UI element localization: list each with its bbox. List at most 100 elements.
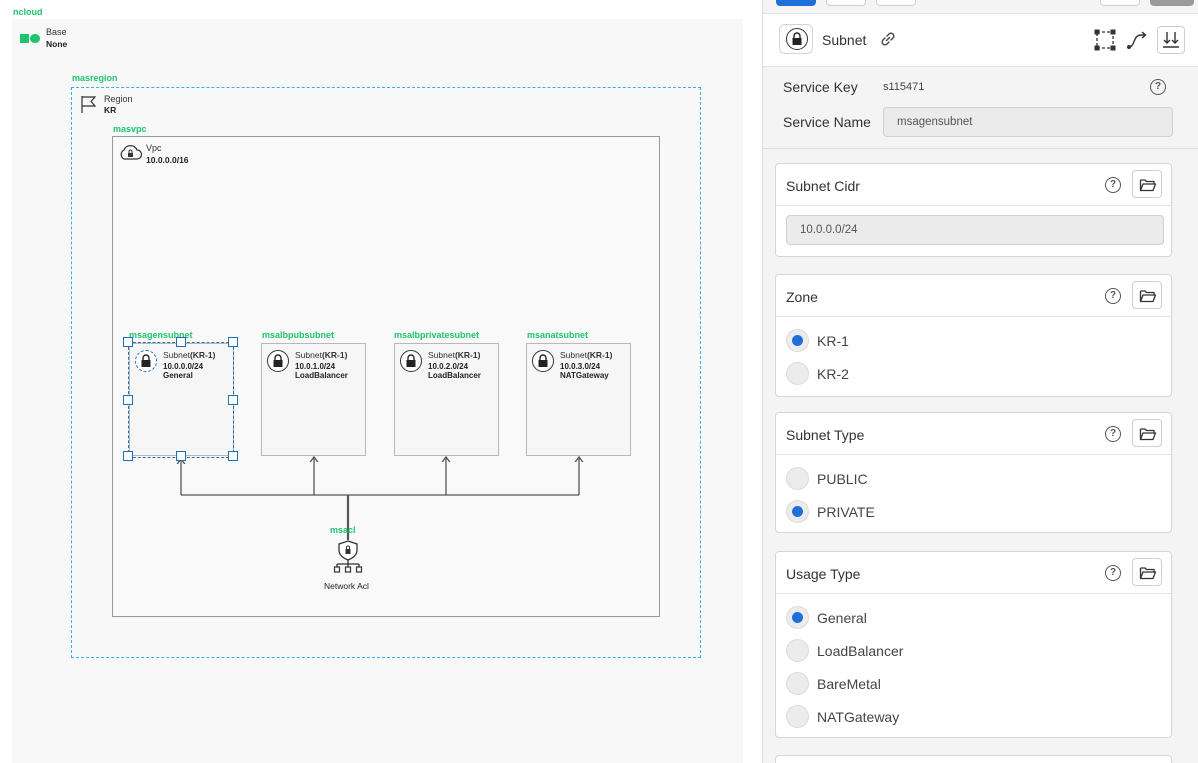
- radio-button[interactable]: [786, 639, 809, 662]
- radio-label: KR-2: [817, 366, 849, 382]
- radio-label: BareMetal: [817, 676, 881, 692]
- subnet-cidr: 10.0.3.0/24: [560, 362, 601, 371]
- card-title: Subnet Type: [786, 427, 865, 443]
- subnet-usage: LoadBalancer: [428, 371, 481, 380]
- ncloud-logo-icon: [20, 32, 40, 50]
- resize-handle[interactable]: [228, 337, 238, 347]
- subnet-node[interactable]: Subnet(KR-1) 10.0.2.0/24 LoadBalancer: [394, 343, 499, 456]
- radio-button[interactable]: [786, 500, 809, 523]
- region-title: Region: [104, 94, 133, 104]
- zone-card: Zone ? KR-1 KR-2: [775, 274, 1172, 397]
- toolbar-button[interactable]: [1150, 0, 1194, 6]
- help-icon[interactable]: ?: [1105, 565, 1121, 581]
- help-icon[interactable]: ?: [1105, 177, 1121, 193]
- radio-button[interactable]: [786, 705, 809, 728]
- service-name-label: Service Name: [783, 114, 871, 130]
- vpc-title: Vpc: [146, 143, 162, 153]
- help-icon[interactable]: ?: [1150, 79, 1166, 95]
- subnet-cidr: 10.0.0.0/24: [163, 362, 204, 371]
- shield-network-icon[interactable]: [333, 540, 365, 579]
- region-container[interactable]: [71, 87, 701, 658]
- properties-panel: Subnet Service Key s115471 ? Service Nam…: [762, 0, 1198, 763]
- radio-label: NATGateway: [817, 709, 900, 725]
- cloud-lock-icon: [118, 143, 143, 168]
- service-key-label: Service Key: [783, 79, 858, 95]
- connector-icon[interactable]: [1123, 26, 1151, 54]
- toolbar-button[interactable]: [776, 0, 816, 6]
- resize-handle[interactable]: [123, 337, 133, 347]
- vpc-name: masvpc: [113, 124, 147, 134]
- radio-label: PRIVATE: [817, 504, 875, 520]
- subnet-usage: General: [163, 371, 193, 380]
- select-area-icon[interactable]: [1091, 26, 1119, 54]
- panel-title: Subnet: [822, 32, 867, 48]
- toolbar-button[interactable]: [826, 0, 866, 6]
- subnet-name: msanatsubnet: [527, 330, 589, 340]
- resize-handle[interactable]: [176, 451, 186, 461]
- card-header: Usage Type ?: [776, 552, 1171, 594]
- radio-button[interactable]: [786, 329, 809, 352]
- service-name-field[interactable]: msagensubnet: [883, 107, 1173, 137]
- subnet-node[interactable]: Subnet(KR-1) 10.0.3.0/24 NATGateway: [526, 343, 631, 456]
- resize-handle[interactable]: [123, 395, 133, 405]
- subnet-type-label: Subnet(KR-1): [428, 350, 481, 360]
- subnet-name: msalbprivatesubnet: [394, 330, 480, 340]
- subnet-name: msagensubnet: [129, 330, 193, 340]
- card-header: Subnet Type ?: [776, 413, 1171, 455]
- subnet-cidr-card: Subnet Cidr ? 10.0.0.0/24: [775, 163, 1172, 257]
- panel-header: Subnet: [763, 13, 1198, 67]
- folder-open-icon[interactable]: [1132, 558, 1162, 586]
- subnet-type-label: Subnet(KR-1): [163, 350, 216, 360]
- card-header: Zone ?: [776, 275, 1171, 317]
- flag-icon: [79, 94, 99, 119]
- lock-icon: [400, 350, 422, 372]
- subnet-type-label: Subnet(KR-1): [295, 350, 348, 360]
- resize-handle[interactable]: [123, 451, 133, 461]
- lock-icon: [532, 350, 554, 372]
- nacl-name: msacl: [330, 525, 356, 535]
- folder-open-icon[interactable]: [1132, 170, 1162, 198]
- subnet-node[interactable]: Subnet(KR-1) 10.0.1.0/24 LoadBalancer: [261, 343, 366, 456]
- subnet-cidr: 10.0.2.0/24: [428, 362, 469, 371]
- card-title: Zone: [786, 289, 818, 305]
- toolbar-button[interactable]: [1100, 0, 1140, 6]
- lock-icon: [267, 350, 289, 372]
- diagram-canvas[interactable]: ncloud Base None masregion Region KR mas…: [0, 0, 762, 763]
- folder-open-icon[interactable]: [1132, 419, 1162, 447]
- folder-open-icon[interactable]: [1132, 281, 1162, 309]
- lock-icon: [779, 24, 813, 54]
- radio-label: PUBLIC: [817, 471, 868, 487]
- subnet-type-label: Subnet(KR-1): [560, 350, 613, 360]
- subnet-cidr-field[interactable]: 10.0.0.0/24: [786, 215, 1164, 245]
- link-icon[interactable]: [879, 30, 897, 53]
- align-bottom-icon[interactable]: [1157, 26, 1185, 54]
- radio-button[interactable]: [786, 672, 809, 695]
- region-value: KR: [104, 105, 117, 115]
- divider: [763, 148, 1198, 149]
- root-label: ncloud: [13, 7, 43, 17]
- service-key-value: s115471: [883, 81, 925, 93]
- subnet-type-card: Subnet Type ? PUBLIC PRIVATE: [775, 412, 1172, 533]
- connector-lines: [0, 0, 762, 540]
- vpc-value: 10.0.0.0/16: [146, 155, 189, 165]
- resize-handle[interactable]: [176, 337, 186, 347]
- base-value: None: [46, 39, 68, 49]
- usage-type-card: Usage Type ? General LoadBalancer BareMe…: [775, 551, 1172, 738]
- help-icon[interactable]: ?: [1105, 288, 1121, 304]
- toolbar-button[interactable]: [876, 0, 916, 6]
- radio-button[interactable]: [786, 606, 809, 629]
- nacl-label: Network Acl: [324, 581, 369, 591]
- card-title: Subnet Cidr: [786, 178, 860, 194]
- selection-frame: [128, 342, 234, 458]
- subnet-usage: NATGateway: [560, 371, 609, 380]
- radio-label: LoadBalancer: [817, 643, 904, 659]
- resize-handle[interactable]: [228, 451, 238, 461]
- subnet-usage: LoadBalancer: [295, 371, 348, 380]
- resize-handle[interactable]: [228, 395, 238, 405]
- region-name: masregion: [72, 73, 118, 83]
- radio-label: General: [817, 610, 867, 626]
- radio-button[interactable]: [786, 467, 809, 490]
- base-title: Base: [46, 27, 67, 37]
- radio-button[interactable]: [786, 362, 809, 385]
- help-icon[interactable]: ?: [1105, 426, 1121, 442]
